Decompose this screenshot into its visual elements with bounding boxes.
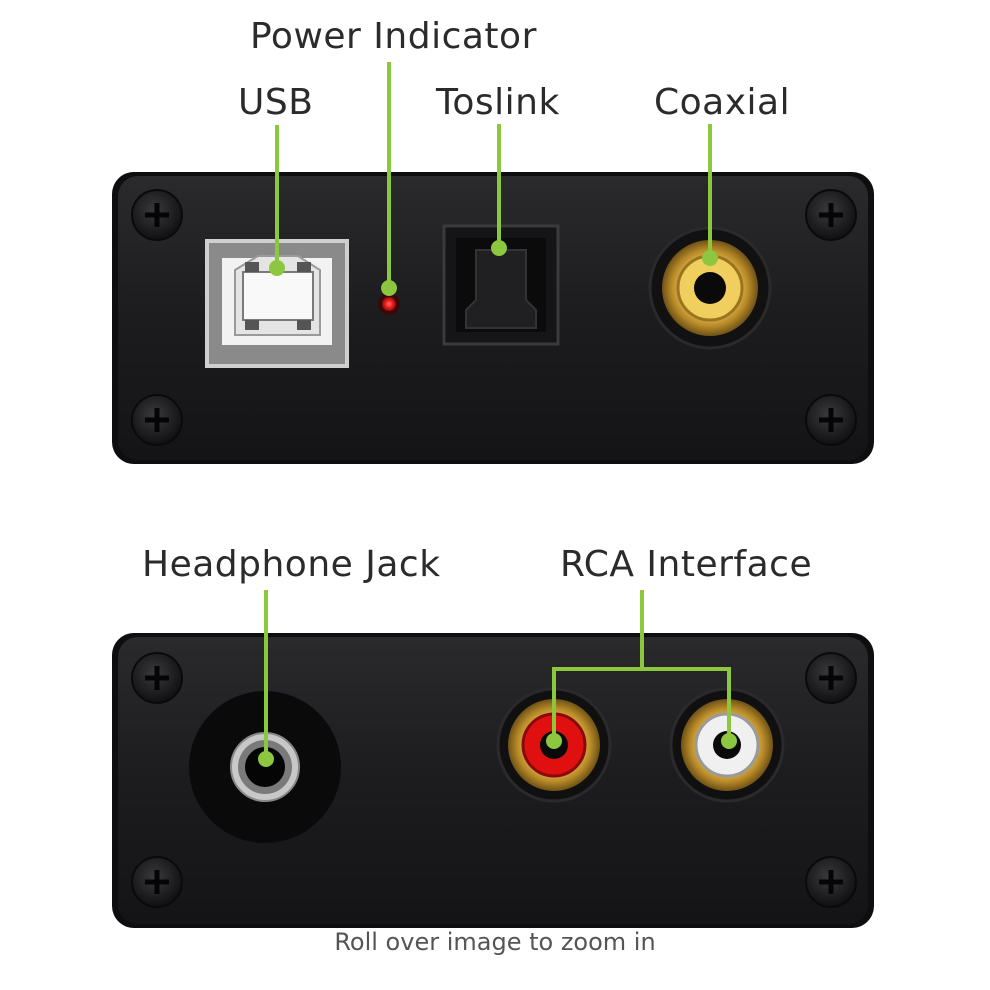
label-headphone-jack: Headphone Jack [142, 544, 441, 585]
screw-icon [805, 652, 857, 704]
label-rca-interface: RCA Interface [560, 544, 813, 585]
label-usb: USB [238, 82, 314, 123]
zoom-hint-caption: Roll over image to zoom in [334, 928, 656, 956]
screw-icon [131, 394, 183, 446]
power-led-icon [378, 293, 400, 315]
label-coaxial: Coaxial [654, 82, 791, 123]
leader-dot [491, 240, 507, 256]
screw-icon [131, 856, 183, 908]
screw-icon [131, 189, 183, 241]
leader-dot [721, 733, 737, 749]
leader-dot [702, 250, 718, 266]
screw-icon [805, 856, 857, 908]
screw-icon [131, 652, 183, 704]
back-panel [112, 172, 874, 464]
screw-icon [805, 394, 857, 446]
coaxial-port [648, 226, 772, 350]
label-power-indicator: Power Indicator [250, 16, 537, 57]
front-panel [112, 633, 874, 928]
headphone-jack [189, 691, 341, 843]
leader-dot [546, 733, 562, 749]
screw-icon [805, 189, 857, 241]
leader-lines [258, 62, 737, 767]
leader-dot [258, 751, 274, 767]
label-toslink: Toslink [436, 82, 560, 123]
leader-dot [269, 260, 285, 276]
leader-dot [381, 280, 397, 296]
